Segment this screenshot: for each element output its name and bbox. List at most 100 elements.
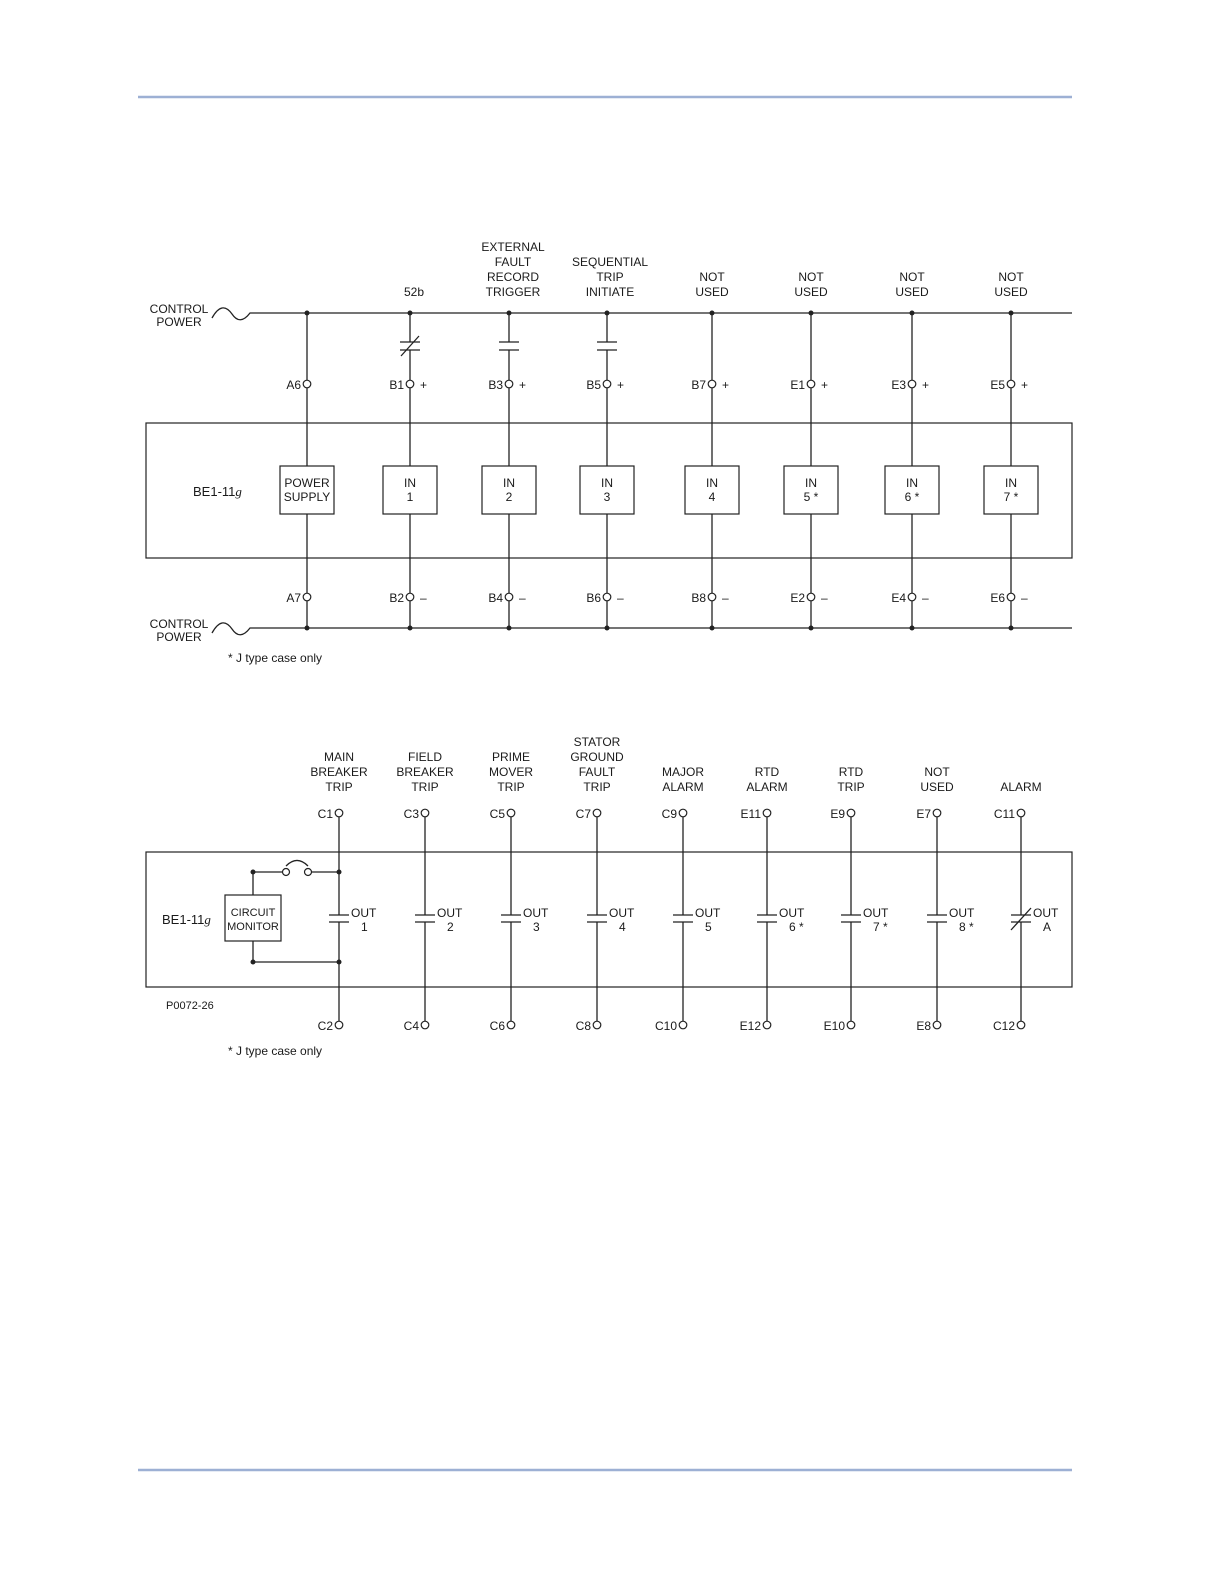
input-in2-top-sign: + — [519, 378, 526, 392]
input-in6-top-terminal-label: E3 — [891, 378, 906, 392]
input-in5-label-2: USED — [794, 285, 828, 299]
output-out7-label-1: RTD — [839, 765, 864, 779]
output-out7-bottom-terminal — [846, 1020, 856, 1030]
output-out4-top-terminal — [592, 808, 602, 818]
output-out6-out-label-1: OUT — [779, 906, 805, 920]
output-out4-label-4: TRIP — [583, 780, 610, 794]
input-in6-top-sign: + — [922, 378, 929, 392]
input-ps-top-terminal-label: A6 — [286, 378, 301, 392]
circuit-monitor-label-2: MONITOR — [227, 921, 279, 933]
output-out8-out-label-1: OUT — [949, 906, 975, 920]
input-in5-bottom-sign: – — [821, 591, 828, 605]
input-in1-bottom-terminal — [405, 592, 415, 602]
input-in5-top-sign: + — [821, 378, 828, 392]
output-out7-out-label-2: 7 * — [873, 920, 888, 934]
input-in4-top-terminal — [707, 379, 717, 389]
input-in7-label-1: NOT — [998, 270, 1024, 284]
output-out2-out-label-1: OUT — [437, 906, 463, 920]
input-in4-box-label-2: 4 — [709, 490, 716, 504]
input-in3-top-terminal — [602, 379, 612, 389]
input-in1-label-1: 52b — [404, 285, 424, 299]
output-out6-top-terminal — [762, 808, 772, 818]
input-in2-bottom-terminal-label: B4 — [488, 591, 503, 605]
output-out7-top-terminal-label: E9 — [830, 807, 845, 821]
output-out1-label-1: MAIN — [324, 750, 354, 764]
input-in3-bottom-terminal — [602, 592, 612, 602]
input-in5-bottom-terminal-label: E2 — [790, 591, 805, 605]
input-in2-box-label-1: IN — [503, 476, 515, 490]
output-out1-top-terminal — [334, 808, 344, 818]
input-in2-top-terminal-label: B3 — [488, 378, 503, 392]
output-out6-out-label-2: 6 * — [789, 920, 804, 934]
output-outa-top-terminal — [1016, 808, 1026, 818]
output-out5-top-terminal-label: C9 — [662, 807, 678, 821]
input-in3-top-sign: + — [617, 378, 624, 392]
control-power-bottom-label-1: CONTROL — [150, 617, 209, 631]
input-in6-box-label-1: IN — [906, 476, 918, 490]
input-in7-bottom-terminal — [1006, 592, 1016, 602]
input-in7-top-terminal-label: E5 — [990, 378, 1005, 392]
input-in2-bottom-terminal — [504, 592, 514, 602]
output-relay-name: BE1-11g — [162, 912, 211, 927]
control-power-top-fuse — [211, 307, 1072, 321]
output-out3-top-terminal — [506, 808, 516, 818]
input-in3-label-3: INITIATE — [586, 285, 634, 299]
output-outa-label-1: ALARM — [1000, 780, 1041, 794]
output-out3-bottom-terminal — [506, 1020, 516, 1030]
output-out6-top-terminal-label: E11 — [741, 807, 762, 821]
output-out4-label-2: GROUND — [570, 750, 624, 764]
output-out3-top-terminal-label: C5 — [490, 807, 506, 821]
output-out5-bottom-terminal — [678, 1020, 688, 1030]
drawing-number: P0072-26 — [166, 1000, 214, 1012]
output-out3-label-3: TRIP — [497, 780, 524, 794]
input-in3-box-label-2: 3 — [604, 490, 611, 504]
output-out4-out-label-2: 4 — [619, 920, 626, 934]
output-outa-bottom-terminal — [1016, 1020, 1026, 1030]
input-in5-label-1: NOT — [798, 270, 824, 284]
input-in4-top-terminal-label: B7 — [691, 378, 706, 392]
input-diagram: CONTROL POWER CONTROL POWER BE1-11g A6PO… — [145, 240, 1073, 665]
input-in1-top-terminal-label: B1 — [389, 378, 404, 392]
output-out2-out-label-2: 2 — [447, 920, 454, 934]
input-in2-label-1: EXTERNAL — [481, 240, 545, 254]
output-footnote: * J type case only — [228, 1044, 322, 1058]
output-out2-label-3: TRIP — [411, 780, 438, 794]
input-footnote: * J type case only — [228, 651, 322, 665]
output-out8-top-terminal-label: E7 — [916, 807, 931, 821]
output-relay-enclosure — [145, 851, 1073, 988]
input-in3-label-2: TRIP — [596, 270, 623, 284]
output-out5-top-terminal — [678, 808, 688, 818]
input-in2-label-2: FAULT — [495, 255, 532, 269]
output-outa-bottom-terminal-label: C12 — [993, 1019, 1015, 1033]
output-out1-bottom-terminal-label: C2 — [318, 1019, 334, 1033]
control-power-top-label-2: POWER — [156, 315, 202, 329]
output-out1-out-label-2: 1 — [361, 920, 368, 934]
input-in7-bottom-terminal-label: E6 — [990, 591, 1005, 605]
input-in7-bottom-sign: – — [1021, 591, 1028, 605]
output-out6-label-1: RTD — [755, 765, 780, 779]
input-in4-bottom-terminal-label: B8 — [691, 591, 706, 605]
output-out4-bottom-terminal — [592, 1020, 602, 1030]
input-ps-bottom-terminal-label: A7 — [286, 591, 301, 605]
control-power-bottom-fuse — [211, 622, 1072, 636]
output-out2-bottom-terminal — [420, 1020, 430, 1030]
input-in6-bottom-sign: – — [922, 591, 929, 605]
input-in6-label-1: NOT — [899, 270, 925, 284]
output-outa-top-terminal-label: C11 — [994, 807, 1015, 821]
output-columns: MAINBREAKERTRIPC1OUT1C2FIELDBREAKERTRIPC… — [310, 735, 1059, 1033]
input-in3-label-1: SEQUENTIAL — [572, 255, 648, 269]
input-ps-top-terminal — [302, 379, 312, 389]
input-in4-bottom-sign: – — [722, 591, 729, 605]
output-out7-bottom-terminal-label: E10 — [824, 1019, 846, 1033]
input-in6-label-2: USED — [895, 285, 929, 299]
